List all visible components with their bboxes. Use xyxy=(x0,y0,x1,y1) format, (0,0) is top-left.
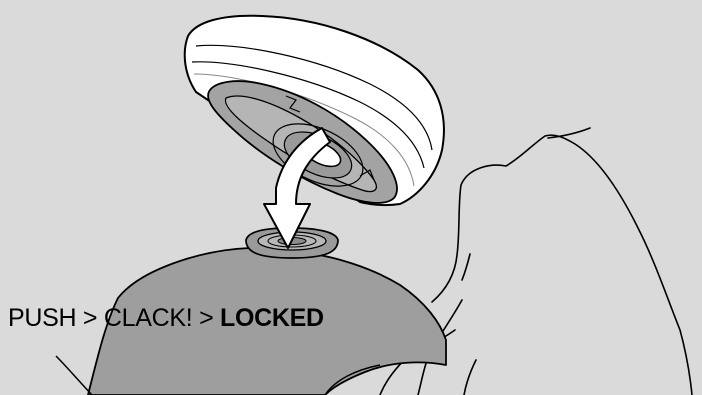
step-clack: CLACK! xyxy=(103,304,193,332)
arrow-down-icon xyxy=(263,127,331,249)
step-push: PUSH xyxy=(8,304,77,332)
separator: > xyxy=(82,304,98,332)
separator: > xyxy=(199,304,214,332)
step-locked: LOCKED xyxy=(220,304,324,332)
fuel-tank xyxy=(55,246,447,395)
fuel-cap xyxy=(183,14,445,207)
instruction-caption: PUSH > CLACK! > LOCKED xyxy=(8,304,324,333)
